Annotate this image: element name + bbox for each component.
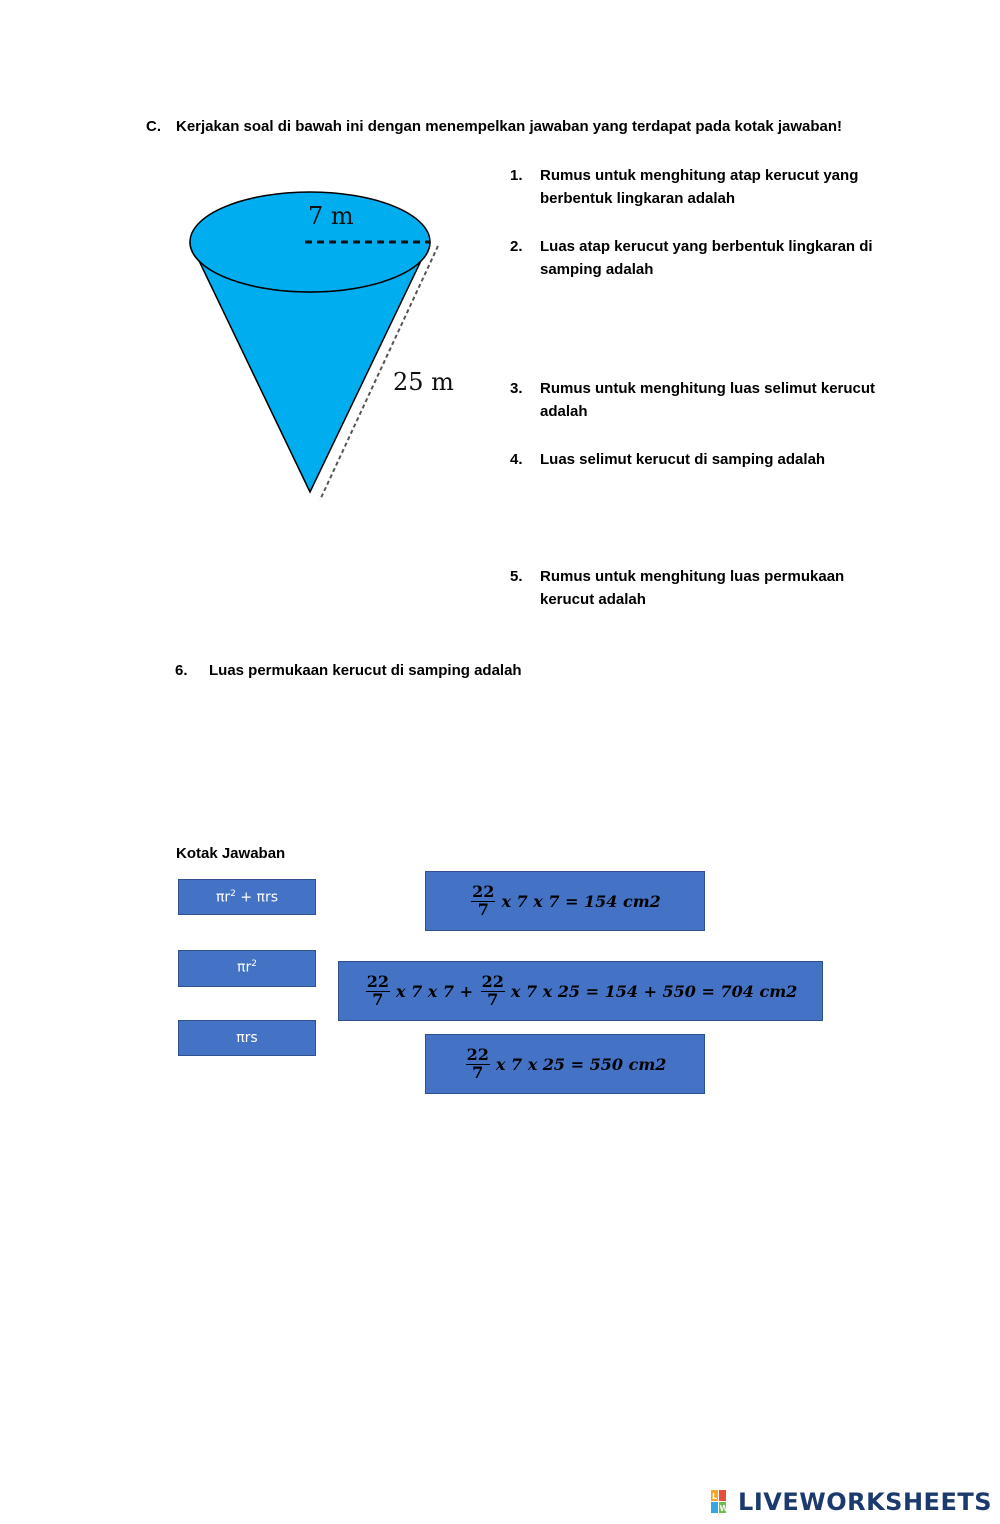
question-text: Rumus untuk menghitung atap kerucut yang…: [540, 167, 859, 207]
svg-text:L: L: [712, 1492, 717, 1501]
radius-label: 7 m: [308, 202, 354, 230]
question-text: Rumus untuk menghitung luas selimut keru…: [540, 380, 876, 420]
answer-card-formula-surface[interactable]: πr2 + πrs: [178, 879, 316, 915]
question-1: 1. Rumus untuk menghitung atap kerucut y…: [510, 164, 890, 210]
instruction-label: C.: [146, 118, 161, 135]
question-text: Luas atap kerucut yang berbentuk lingkar…: [540, 238, 873, 278]
svg-text:W: W: [720, 1504, 729, 1513]
question-6: 6. Luas permukaan kerucut di samping adal…: [175, 662, 522, 679]
question-number: 2.: [510, 238, 523, 255]
question-text: Rumus untuk menghitung luas permukaan ke…: [540, 568, 845, 608]
slant-label: 25 m: [393, 368, 454, 396]
answer-box-title: Kotak Jawaban: [176, 845, 286, 862]
question-5: 5. Rumus untuk menghitung luas permukaan…: [510, 565, 890, 611]
instruction-text: Kerjakan soal di bawah ini dengan menemp…: [176, 118, 843, 135]
question-number: 6.: [175, 662, 188, 679]
question-4: 4. Luas selimut kerucut di samping adala…: [510, 448, 890, 471]
cone-figure: 7 m 25 m: [189, 191, 454, 501]
question-number: 4.: [510, 451, 523, 468]
question-2: 2. Luas atap kerucut yang berbentuk ling…: [510, 235, 890, 281]
formula-text: πr2 + πrs: [215, 888, 279, 906]
answer-card-formula-lateral[interactable]: πrs: [178, 1020, 316, 1056]
calc-text: x 7 x 25 = 550 cm2: [495, 1054, 667, 1074]
calc-text: x 7 x 7 = 154 cm2: [501, 891, 661, 911]
logo-icon: L W: [711, 1490, 729, 1513]
slant-dashed-line: [319, 245, 439, 501]
question-number: 5.: [510, 568, 523, 585]
question-text: Luas selimut kerucut di samping adalah: [540, 451, 826, 468]
formula-text: πrs: [236, 1030, 258, 1046]
question-3: 3. Rumus untuk menghitung luas selimut k…: [510, 377, 890, 423]
question-number: 3.: [510, 380, 523, 397]
calc-text-mid: x 7 x 7 +: [395, 981, 479, 1001]
question-text: Luas permukaan kerucut di samping adalah: [209, 662, 522, 679]
answer-card-formula-circle[interactable]: πr2: [178, 950, 316, 987]
liveworksheets-logo: L W LIVEWORKSHEETS: [710, 1488, 992, 1516]
question-number: 1.: [510, 167, 523, 184]
instruction: C. Kerjakan soal di bawah ini dengan mene…: [146, 118, 842, 135]
logo-text: LIVEWORKSHEETS: [738, 1488, 992, 1516]
formula-text: πr2: [237, 959, 257, 976]
calc-text: x 7 x 25 = 154 + 550 = 704 cm2: [510, 981, 798, 1001]
